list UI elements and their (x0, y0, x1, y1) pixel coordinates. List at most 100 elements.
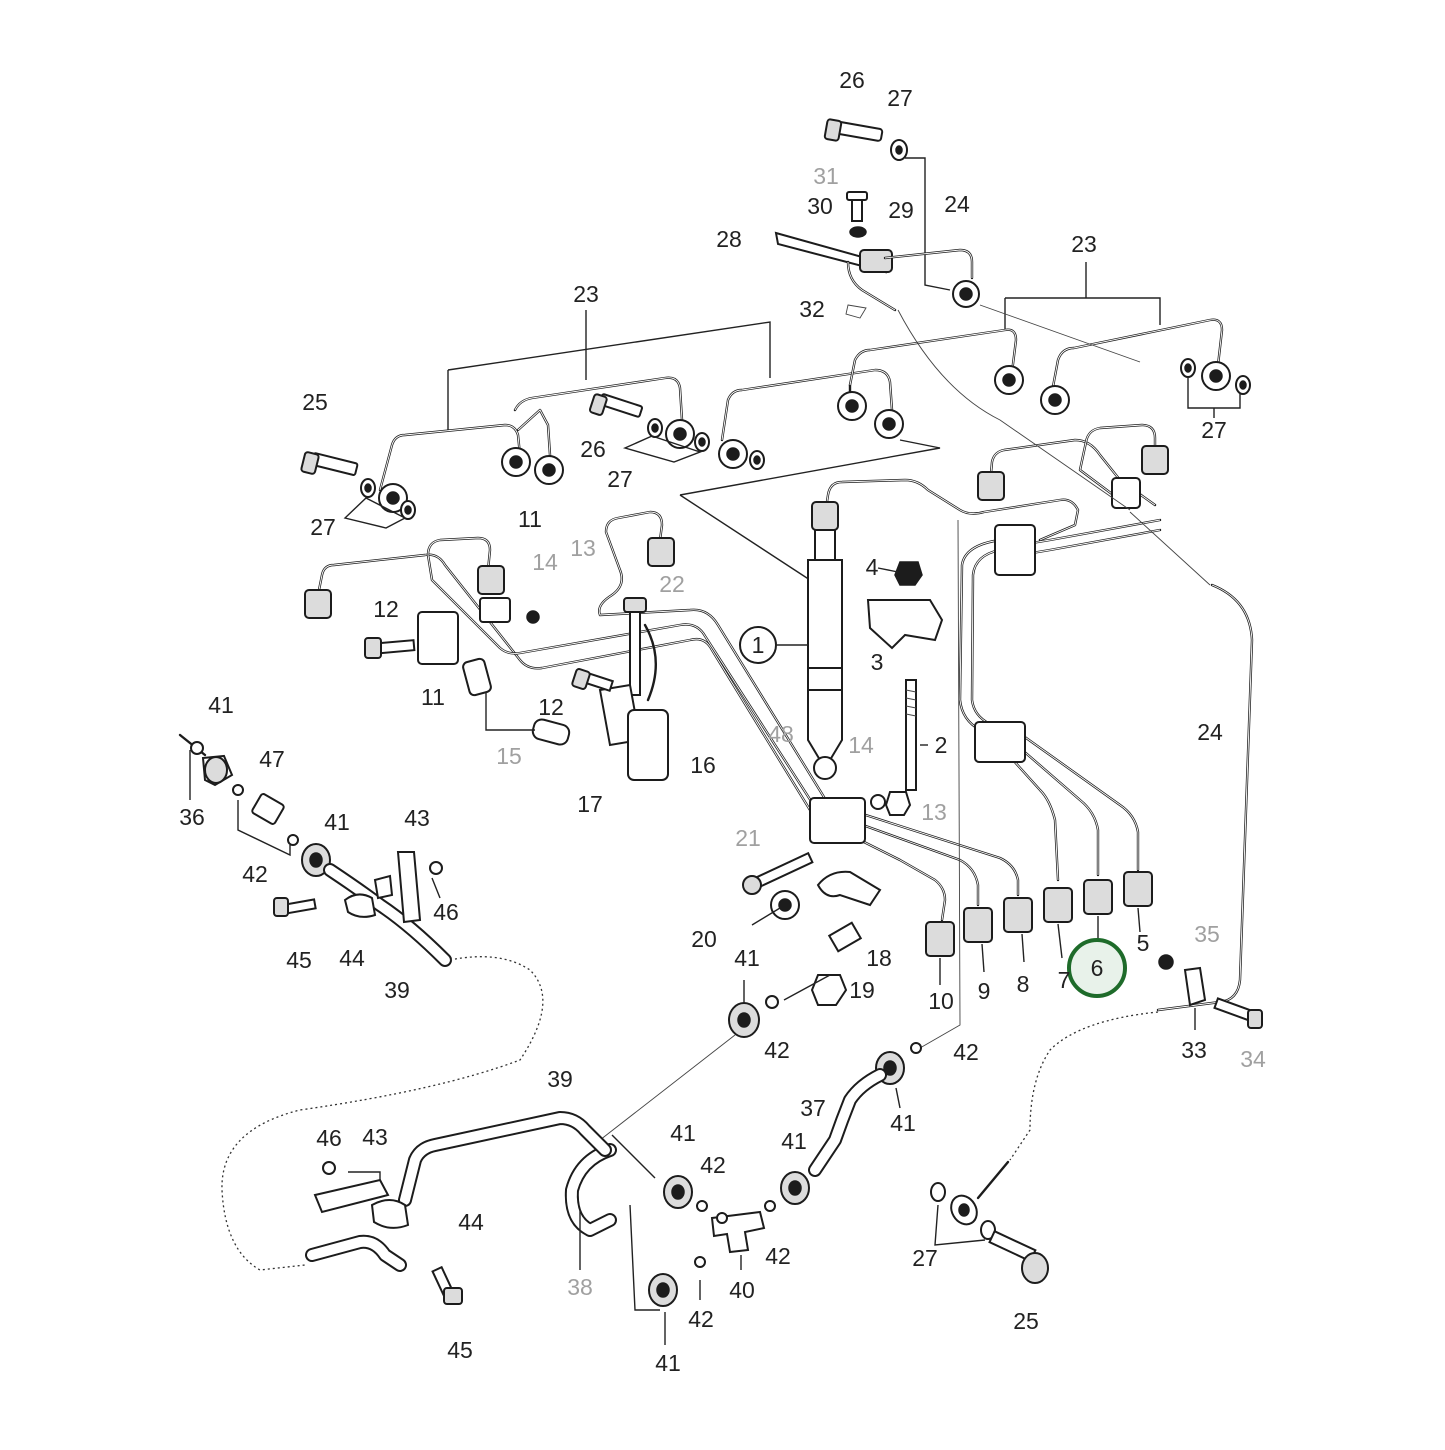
bolt-45-upper (273, 897, 289, 917)
pipe-clamp-lower-right (974, 721, 1026, 763)
bracket-43-lower (313, 1178, 390, 1214)
callout-2: 2 (935, 732, 948, 758)
outlet-nut-7 (1043, 887, 1073, 923)
callout-14: 14 (532, 549, 558, 575)
callout-25: 25 (1013, 1308, 1039, 1334)
callout-27: 27 (912, 1245, 938, 1271)
clamp-29 (859, 249, 893, 273)
clamp-3-and-stud-2 (866, 561, 944, 791)
highlight-callout-6: 6 (1067, 938, 1127, 998)
leak-off-pipes-23-left (300, 310, 904, 529)
clamp-11-lower (417, 611, 459, 665)
callout-22: 22 (659, 571, 685, 597)
callout-23: 23 (1071, 231, 1097, 257)
callout-47: 47 (259, 746, 285, 772)
pipe-nut-left-3 (647, 537, 675, 567)
callout-12: 12 (373, 596, 399, 622)
pipe-clamp-central (809, 797, 866, 844)
pipe-outlet-nuts (925, 871, 1153, 957)
callout-15: 15 (496, 743, 522, 769)
callout-45: 45 (286, 947, 312, 973)
callout-46: 46 (433, 899, 459, 925)
pipe-nut-right-1 (977, 471, 1005, 501)
nut-46-upper (429, 861, 443, 875)
callout-27: 27 (607, 466, 633, 492)
callout-26: 26 (839, 67, 865, 93)
callout-27: 27 (1201, 417, 1227, 443)
o-ring-48 (813, 756, 837, 780)
injection-pipes-right-group (811, 423, 1169, 732)
callout-43: 43 (362, 1124, 388, 1150)
callout-41: 41 (890, 1110, 916, 1136)
callout-41: 41 (655, 1350, 681, 1376)
pipe-clamp-far-right (1111, 477, 1141, 509)
callout-45: 45 (447, 1337, 473, 1363)
clip-44-upper (343, 893, 377, 918)
outlet-nut-5 (1123, 871, 1153, 907)
callout-3: 3 (871, 649, 884, 675)
pipe-nut-right-2 (1141, 445, 1169, 475)
banjo-bolt-26-mid (588, 393, 643, 418)
lower-hoses-and-unions (305, 974, 922, 1345)
callout-21: 21 (735, 825, 761, 851)
callout-28: 28 (716, 226, 742, 252)
nut-13-lower (884, 791, 912, 816)
callout-13: 13 (570, 535, 596, 561)
callout-43: 43 (404, 805, 430, 831)
pipe-nut-injector (811, 501, 839, 531)
nut-14-top (526, 610, 540, 624)
banjo-bolt-26-top (823, 118, 884, 142)
callout-23: 23 (573, 281, 599, 307)
clamp-11-bolt-12 (364, 611, 571, 746)
callout-27: 27 (310, 514, 336, 540)
bolt-45-lower (443, 1287, 463, 1305)
callout-39: 39 (384, 977, 410, 1003)
leak-off-pipes-23-right (848, 262, 1251, 418)
washer-30 (849, 226, 867, 238)
callout-40: 40 (729, 1277, 755, 1303)
washers-27-left (360, 418, 765, 520)
callout-42: 42 (700, 1152, 726, 1178)
fuel-injector-1 (807, 529, 843, 780)
callout-31: 31 (813, 163, 839, 189)
outlet-nut-10 (925, 921, 955, 957)
callout-41: 41 (324, 809, 350, 835)
banjo-bolt-25-left (300, 451, 359, 476)
callout-13: 13 (921, 799, 947, 825)
callout-41: 41 (734, 945, 760, 971)
injection-pipes-left-group (304, 510, 837, 817)
pipe-nut-left-1 (304, 589, 332, 619)
clamp-33 (1183, 966, 1207, 1007)
bracket-43-upper (396, 851, 422, 924)
callout-7: 7 (1058, 967, 1071, 993)
callout-5: 5 (1137, 930, 1150, 956)
nut-46-lower (322, 1161, 336, 1175)
banjo-bolt-25-bottom (930, 1011, 1159, 1284)
washer-14-lower (870, 794, 886, 810)
callout-44: 44 (339, 945, 365, 971)
callout-16: 16 (690, 752, 716, 778)
bolt-34 (1247, 1009, 1263, 1029)
callout-41: 41 (208, 692, 234, 718)
callout-35: 35 (1194, 921, 1220, 947)
callout-25: 25 (302, 389, 328, 415)
callout-9: 9 (978, 978, 991, 1004)
leader-23-to-injector (679, 439, 941, 496)
callout-36: 36 (179, 804, 205, 830)
return-line-24-right (1129, 511, 1263, 1030)
callout-11: 11 (421, 684, 445, 710)
lower-fittings-19-20-21 (742, 851, 882, 1006)
callout-48: 48 (768, 721, 794, 747)
callout-12: 12 (538, 694, 564, 720)
callout-26: 26 (580, 436, 606, 462)
callout-33: 33 (1181, 1037, 1207, 1063)
callout-20: 20 (691, 926, 717, 952)
callout-19: 19 (849, 977, 875, 1003)
outlet-nut-8 (1003, 897, 1033, 933)
callout-4: 4 (866, 554, 879, 580)
callout-32: 32 (799, 296, 825, 322)
outlet-nut-6 (1083, 879, 1113, 915)
sleeve-15-upper (462, 657, 492, 697)
callout-18: 18 (866, 945, 892, 971)
